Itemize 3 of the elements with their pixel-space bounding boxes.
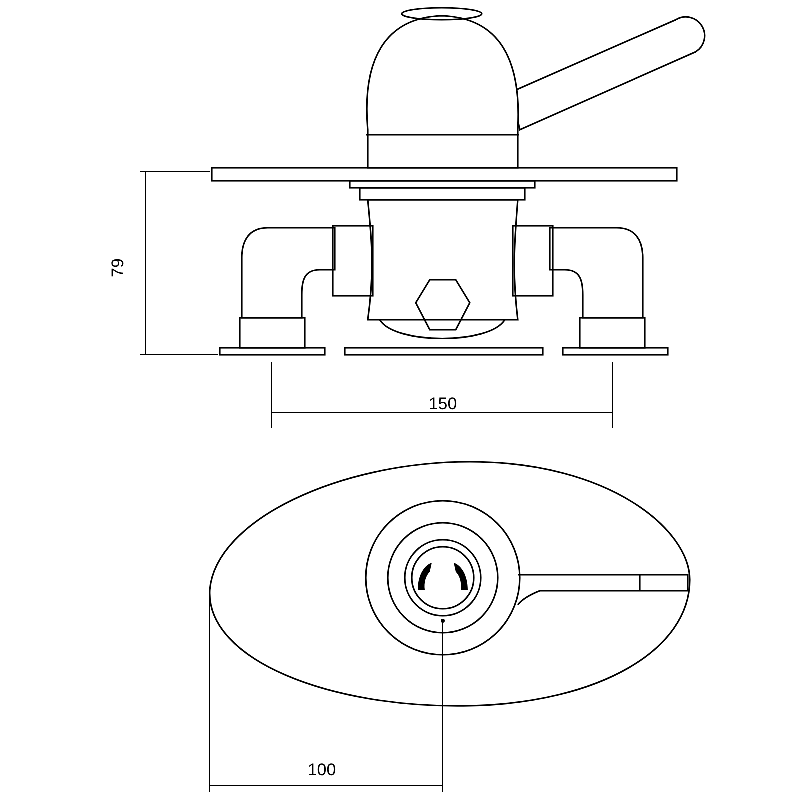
dimension-value: 150 [428,396,458,412]
dimension-value: 100 [308,762,336,778]
dimension-value: 79 [110,258,126,278]
